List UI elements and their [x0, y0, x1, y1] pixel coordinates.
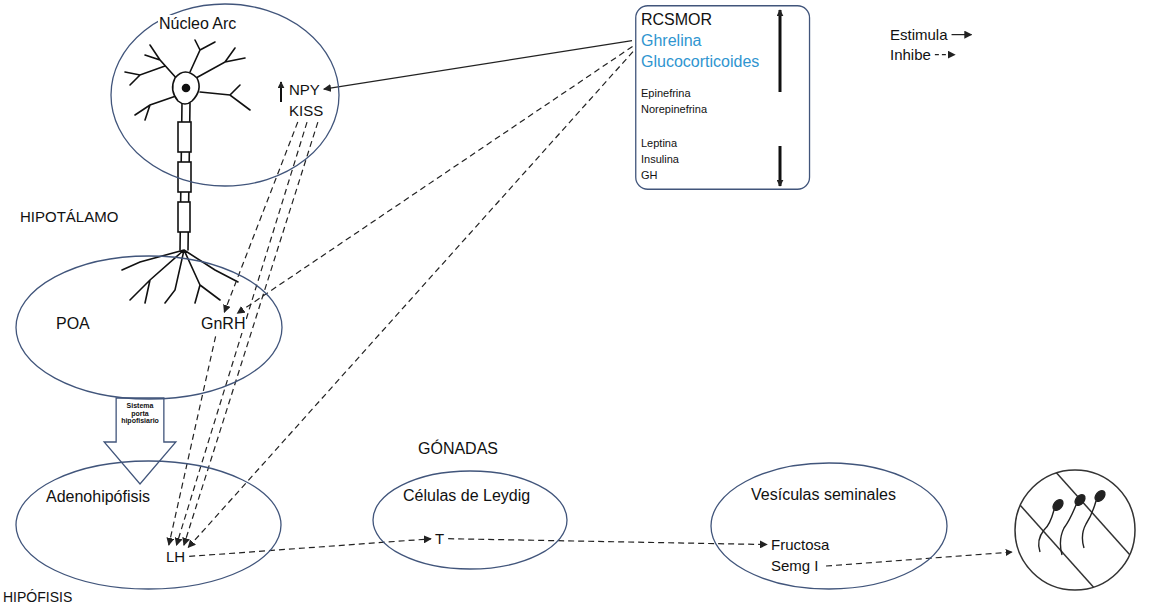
ellipse-outline [16, 461, 281, 589]
hormone-box: RCSMOR GhrelinaGlucocorticoidesEpinefrina… [635, 5, 810, 190]
inhibition-arrow [184, 122, 318, 545]
node-text: Insulina [640, 153, 680, 166]
vesicle-ellipse: Vesículas seminalesFructosaSemg I [710, 462, 948, 590]
node-heading: RCSMOR [640, 11, 713, 29]
inhibition-arrow [224, 122, 297, 312]
inhibition-arrow [237, 46, 632, 313]
nucleus-ellipse: Núcleo ArcNPY KISS [110, 3, 340, 187]
increase-arrow [280, 82, 282, 102]
gonad-ellipse: GÓNADASCélulas de LeydigT [372, 470, 568, 570]
sperm-prohibited-sign [1015, 460, 1135, 600]
node-text: Fructosa [770, 536, 830, 553]
inhibition-arrow [189, 539, 431, 557]
region-label: HIPÓFISIS [3, 589, 72, 605]
edge-label: Sistema porta hipofisiario [121, 402, 159, 425]
node-text: GH [640, 169, 659, 182]
inhibition-arrow [826, 552, 1012, 566]
portal-system-arrow [104, 398, 176, 484]
decrease-arrow [779, 146, 782, 186]
node-heading: Vesículas seminales [750, 486, 897, 504]
node-outline [15, 460, 282, 590]
legend-text: Inhibe [890, 46, 931, 63]
inhibition-arrow [169, 336, 216, 545]
node-text: Glucocorticoides [640, 53, 760, 71]
inhibition-arrow [188, 52, 633, 548]
node-text: Epinefrina [640, 87, 692, 100]
node-text: KISS [288, 102, 324, 119]
rounded-rect-outline [636, 6, 810, 190]
legend-sample-line [952, 34, 972, 35]
neuron [122, 40, 250, 303]
node-heading: Núcleo Arc [158, 15, 237, 33]
legend-sample-line [935, 54, 955, 55]
legend-text: Estimula [890, 26, 948, 43]
node-text: Ghrelina [640, 32, 702, 50]
gland-ellipse: AdenohipófisisLH [15, 460, 282, 590]
node-heading: POA [55, 315, 91, 333]
node-text: Norepinefrina [640, 103, 708, 116]
ellipse-outline [111, 4, 339, 186]
node-outline [710, 462, 948, 590]
ellipse-outline [711, 463, 947, 589]
node-text: T [434, 530, 445, 547]
node-text: Semg I [770, 557, 820, 574]
node-heading: Adenohipófisis [45, 488, 151, 506]
region-label: HIPOTÁLAMO [20, 208, 118, 225]
node-heading: GÓNADAS [417, 440, 499, 458]
ellipse-outline [16, 256, 282, 399]
node-outline [372, 470, 568, 570]
node-text: Leptina [640, 137, 678, 150]
inhibition-arrow [448, 539, 767, 545]
node-text: Células de Leydig [402, 487, 531, 505]
region-ellipse: POA GnRH [15, 255, 283, 400]
node-text: NPY [288, 81, 321, 98]
stimulation-arrow [324, 41, 632, 90]
node-text: LH [165, 548, 186, 565]
node-text: GnRH [200, 315, 246, 333]
ellipse-outline [373, 471, 567, 569]
increase-arrow [779, 10, 782, 92]
